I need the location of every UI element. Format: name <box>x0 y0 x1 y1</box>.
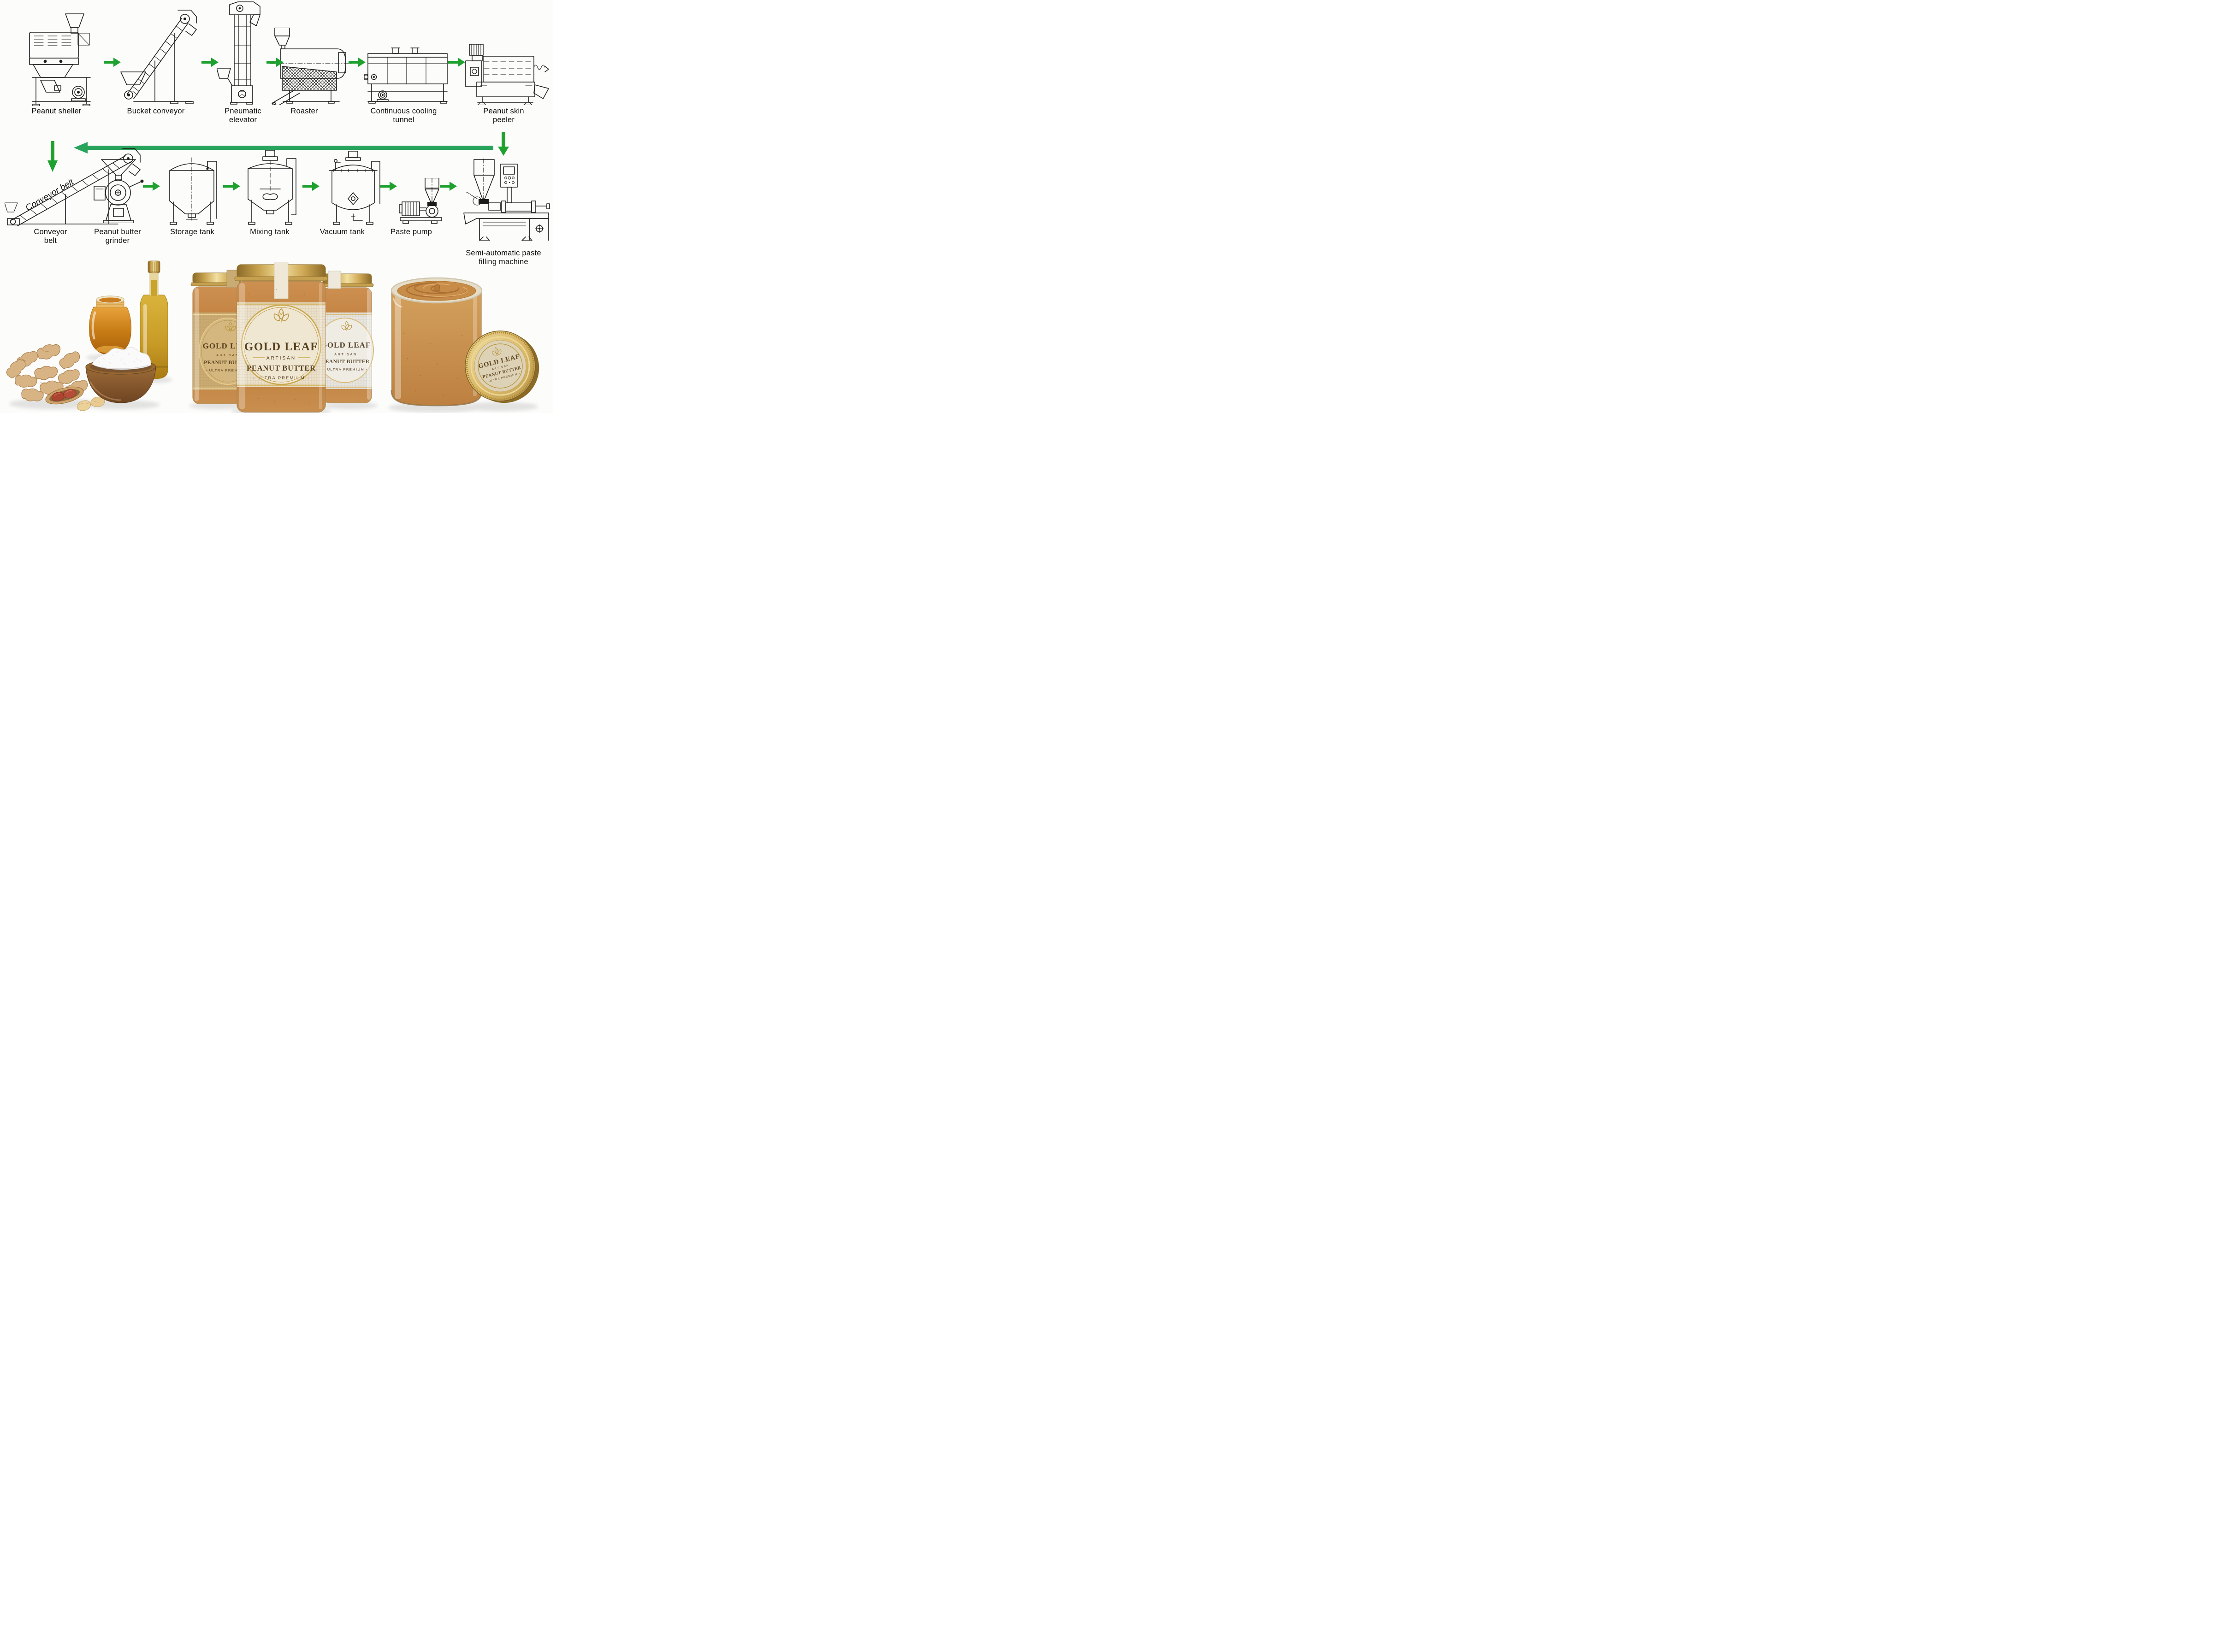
cooling-tunnel-illustration <box>364 47 448 104</box>
step-label-conveyor-belt: Conveyor belt <box>34 228 67 245</box>
step-label-storage-tank: Storage tank <box>170 228 214 236</box>
salt-bowl <box>85 347 156 403</box>
flow-arrow-9 <box>380 182 397 191</box>
svg-text:ARTISAN: ARTISAN <box>266 356 296 361</box>
step-label-filling-machine: Semi-automatic paste filling machine <box>466 249 541 266</box>
bucket-conveyor-illustration <box>120 10 197 104</box>
flow-arrow-10 <box>440 182 457 191</box>
down-arrow-under-peeler <box>498 132 509 156</box>
peanuts-in-shell <box>4 342 90 404</box>
vacuum-tank-illustration <box>329 151 380 225</box>
open-peanut-butter-jar <box>391 277 483 407</box>
flow-arrow-8 <box>302 182 320 191</box>
mixing-tank-illustration <box>248 150 296 225</box>
step-label-vacuum-tank: Vacuum tank <box>320 228 365 236</box>
flow-arrow-6 <box>143 182 160 191</box>
step-label-cooling-tunnel: Continuous cooling tunnel <box>370 107 437 124</box>
step-label-grinder: Peanut butter grinder <box>94 228 141 245</box>
peanut-butter-jar-right: GOLD LEAF ARTISAN PEANUT BUTTER - ULTRA … <box>316 271 374 403</box>
flow-arrow-7 <box>223 182 240 191</box>
svg-text:GOLD LEAF: GOLD LEAF <box>244 341 318 353</box>
svg-text:- ULTRA PREMIUM -: - ULTRA PREMIUM - <box>253 376 309 381</box>
svg-text:PEANUT BUTTER: PEANUT BUTTER <box>322 359 370 365</box>
filling-machine-illustration <box>463 159 550 241</box>
conveyor-belt-illustration: Conveyor belt <box>5 148 141 226</box>
peanut-butter-jar-center: GOLD LEAF ARTISAN PEANUT BUTTER - ULTRA … <box>234 262 328 413</box>
down-arrow-left <box>47 141 58 172</box>
flow-arrow-4 <box>349 58 366 67</box>
pneumatic-elevator-illustration <box>217 1 260 105</box>
honey-jar <box>89 295 131 355</box>
svg-text:- ULTRA PREMIUM -: - ULTRA PREMIUM - <box>206 368 250 372</box>
storage-tank-illustration <box>169 157 217 225</box>
gold-lid-leaning: GOLD LEAF ARTISAN PEANUT BUTTER - ULTRA … <box>465 330 539 403</box>
jar-right-label: GOLD LEAF ARTISAN PEANUT BUTTER - ULTRA … <box>316 313 374 389</box>
svg-text:ARTISAN: ARTISAN <box>334 352 357 356</box>
peanut-sheller-illustration <box>29 13 91 106</box>
svg-text:ARTISAN: ARTISAN <box>216 353 239 357</box>
peanut-butter-production-infographic: Peanut sheller Bucket conveyor Pneumatic… <box>0 0 553 413</box>
svg-text:PEANUT BUTTER: PEANUT BUTTER <box>247 364 316 372</box>
peanut-butter-grinder-illustration <box>94 159 144 223</box>
product-photo-strip: GOLD LEAF ARTISAN PEANUT BUTTER - ULTRA … <box>4 260 539 413</box>
flow-arrow-1 <box>104 58 121 67</box>
step-label-bucket-conveyor: Bucket conveyor <box>127 107 185 115</box>
step-label-peanut-sheller: Peanut sheller <box>31 107 82 115</box>
step-label-mixing-tank: Mixing tank <box>250 228 290 236</box>
open-peanut-shell <box>45 386 84 405</box>
svg-text:- ULTRA PREMIUM -: - ULTRA PREMIUM - <box>324 367 368 372</box>
step-label-peanut-skin-peeler: Peanut skin peeler <box>483 107 524 124</box>
step-label-pneumatic-elevator: Pneumatic elevator <box>225 107 261 124</box>
svg-text:GOLD LEAF: GOLD LEAF <box>321 341 371 349</box>
peanut-skin-peeler-illustration <box>465 44 549 105</box>
flow-arrow-5 <box>448 58 465 67</box>
blanched-peanut-kernels <box>77 396 105 411</box>
paste-pump-illustration <box>399 178 442 224</box>
roaster-illustration <box>270 28 352 105</box>
jar-center-label: GOLD LEAF ARTISAN PEANUT BUTTER - ULTRA … <box>237 302 325 387</box>
flow-arrow-3 <box>266 58 284 67</box>
flow-arrow-2 <box>201 58 219 67</box>
step-label-paste-pump: Paste pump <box>390 228 432 236</box>
return-arrow-long-left <box>74 142 493 153</box>
step-label-roaster: Roaster <box>290 107 318 115</box>
